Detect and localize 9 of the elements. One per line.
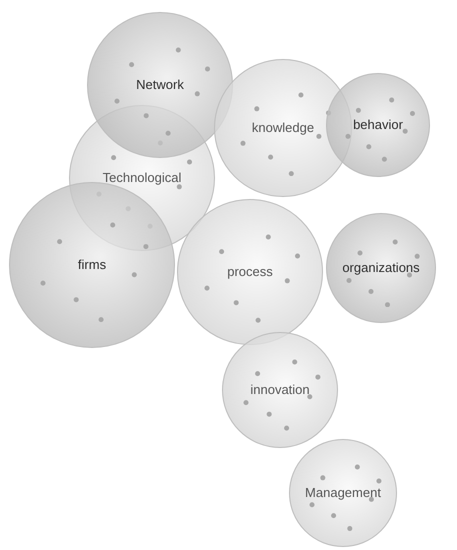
- topic-label: knowledge: [252, 119, 314, 138]
- topic-label: process: [227, 263, 273, 282]
- topic-label: Network: [136, 76, 184, 94]
- topic-label: behavior: [353, 116, 403, 134]
- topic-label: innovation: [250, 381, 310, 400]
- topic-label: Management: [305, 484, 381, 502]
- topic-label: Technological: [102, 169, 182, 188]
- topic-label: organizations: [342, 259, 420, 278]
- topic-label: firms: [78, 256, 106, 274]
